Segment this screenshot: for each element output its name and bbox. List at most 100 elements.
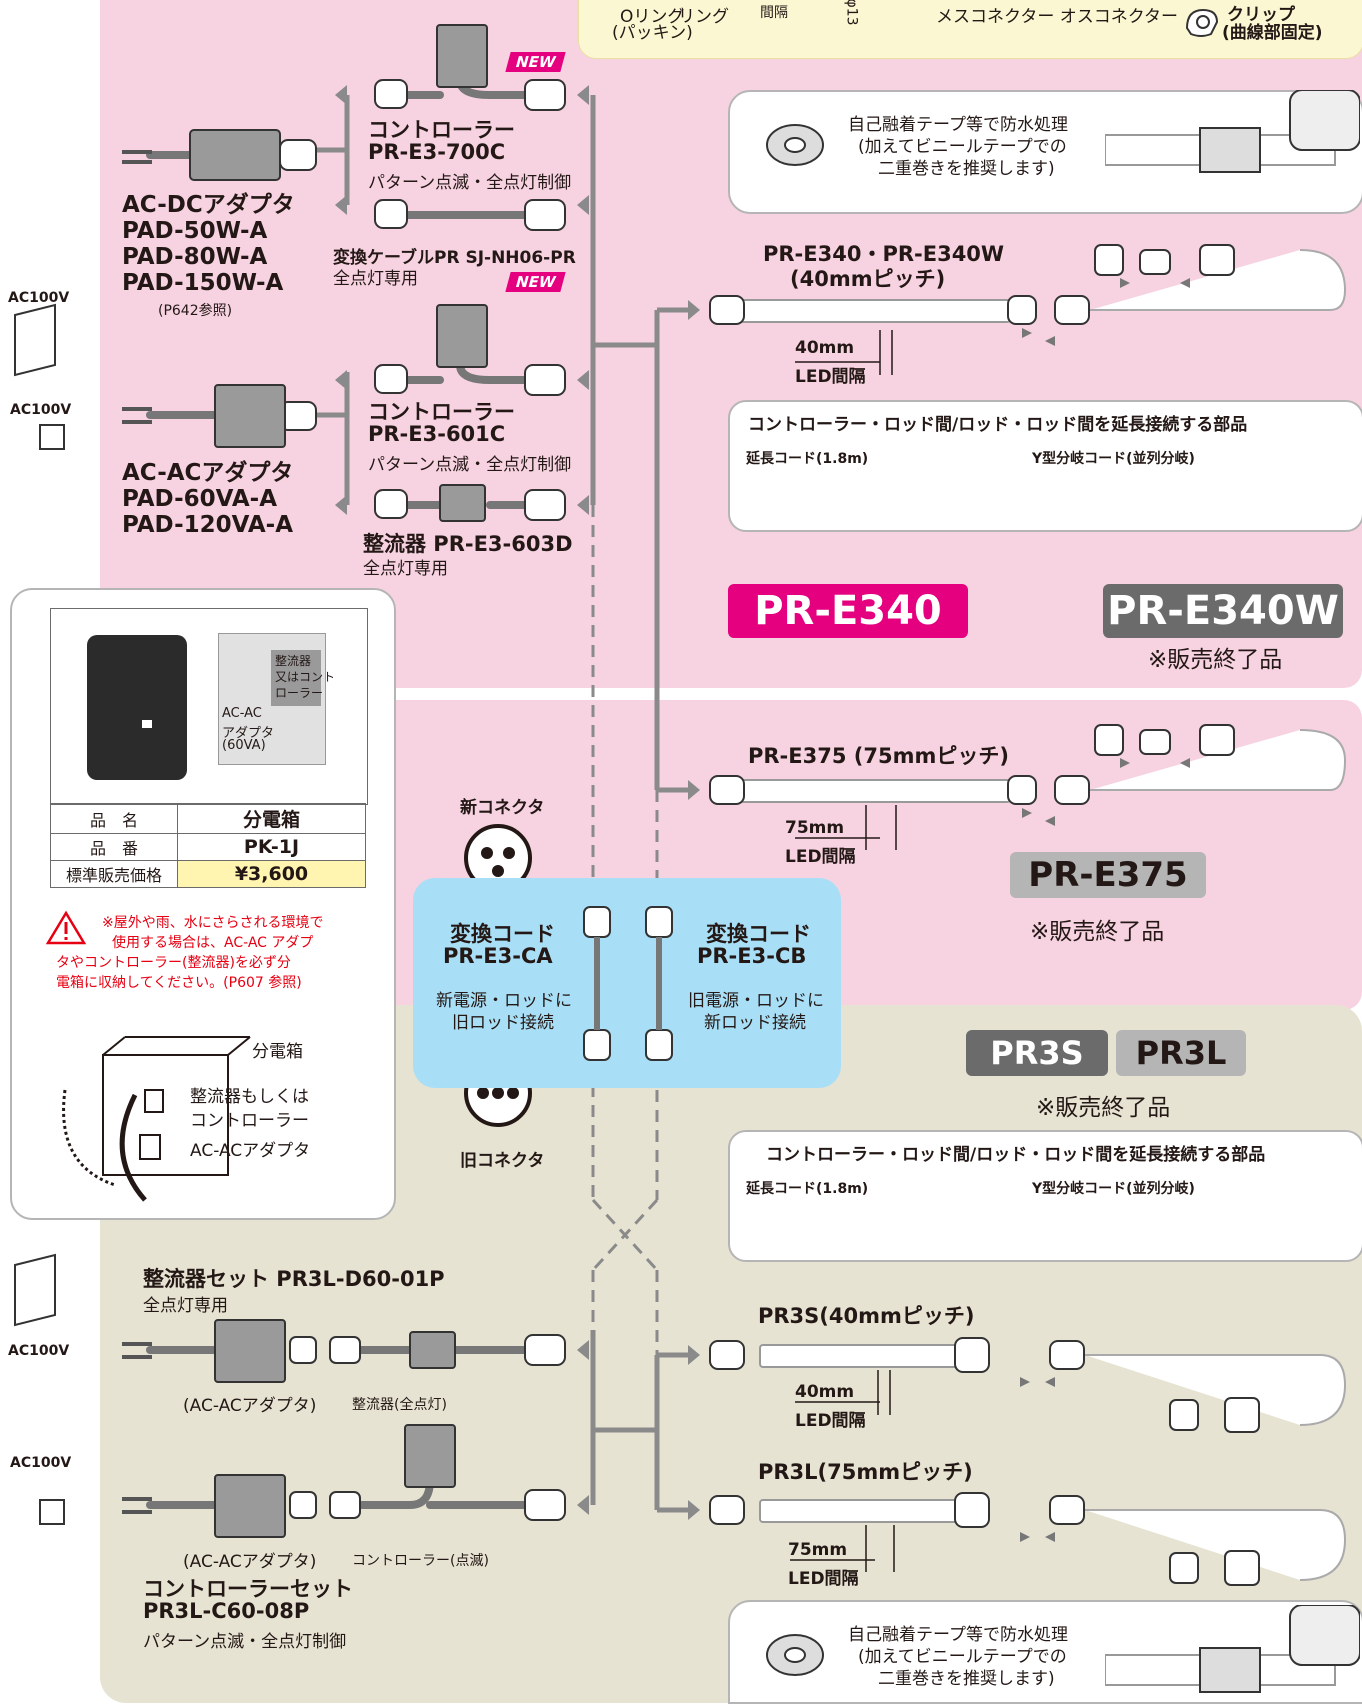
oring-label: Oリング	[620, 7, 685, 27]
ac-dc-title: AC-DCアダプタ	[122, 192, 295, 218]
pr-e340-led-interval: LED間隔	[795, 367, 866, 387]
ac-ac-title: AC-ACアダプタ	[122, 460, 294, 486]
ac-ac-model-2: PAD-120VA-A	[122, 512, 294, 538]
tape-top-line-3: 二重巻きを推奨します)	[878, 159, 1055, 179]
ac100v-label-3: AC100V	[8, 1343, 70, 1359]
box-install-diagram	[62, 1036, 251, 1202]
ext-parts-panel-bottom	[728, 1130, 1362, 1262]
spec-row-name: 品 名分電箱	[50, 803, 366, 834]
conv-cb-desc-2: 新ロッド接続	[704, 1013, 806, 1033]
spec-name-value: 分電箱	[177, 803, 366, 834]
ac100v-label-2: AC100V	[10, 402, 72, 418]
box-photo-label-3: ローラー	[275, 686, 324, 700]
pr-e340-spacing: 40mm	[795, 338, 855, 358]
pr-e340-pitch: (40mmピッチ)	[790, 267, 946, 291]
interval-label: 間隔	[760, 5, 788, 21]
new-badge-cable: NEW	[505, 272, 567, 292]
rect-set-adapter: (AC-ACアダプタ)	[183, 1396, 317, 1416]
controller-601c-title: コントローラー	[368, 400, 515, 424]
pr3-discontinued: ※販売終了品	[1036, 1095, 1171, 1121]
box-adapter-label-2: アダプタ	[222, 726, 275, 741]
spec-code-value: PK-1J	[177, 833, 366, 861]
ctrl-set-title: コントローラーセット	[143, 1577, 353, 1601]
taped-joint-icon	[1105, 90, 1360, 173]
warning-line-4: 電箱に収納してください。(P607 参照)	[56, 975, 302, 991]
controller-601c-model: PR-E3-601C	[368, 422, 506, 446]
warning-line-3: タやコントローラー(整流器)を必ず分	[56, 955, 291, 971]
conv-cable-desc: 全点灯専用	[333, 269, 418, 289]
spec-row-price: 標準販売価格¥3,600	[50, 860, 366, 888]
ext-cord-label-bottom: 延長コード(1.8m)	[746, 1181, 869, 1197]
pr-e375-badge: PR-E375	[1010, 852, 1206, 898]
conv-ca-title: 変換コード	[450, 922, 555, 946]
box-photo-label-1: 整流器	[275, 654, 312, 668]
gasket-label: (パッキン)	[612, 23, 693, 43]
ctrl-set-adapter: (AC-ACアダプタ)	[183, 1552, 317, 1572]
tape-bottom-line-3: 二重巻きを推奨します)	[878, 1669, 1055, 1689]
rectifier-603d-title: 整流器 PR-E3-603D	[363, 532, 573, 556]
ac-dc-model-2: PAD-80W-A	[122, 244, 268, 270]
conv-ca-desc-2: 旧ロッド接続	[452, 1013, 554, 1033]
y-cord-label-top: Y型分岐コード(並列分岐)	[1032, 451, 1195, 467]
pr-e340-badge: PR-E340	[728, 584, 968, 638]
spec-price-label: 標準販売価格	[50, 860, 178, 888]
rect-set-rectifier: 整流器(全点灯)	[352, 1397, 447, 1413]
controller-700c-desc: パターン点滅・全点灯制御	[368, 173, 572, 193]
pr-e375-discontinued: ※販売終了品	[1030, 919, 1165, 945]
warning-icon	[46, 910, 86, 945]
box-adapter-label-3: (60VA)	[222, 738, 266, 753]
diagram-label-adapter: AC-ACアダプタ	[190, 1141, 311, 1161]
ac100v-label-4: AC100V	[10, 1455, 72, 1471]
clip-icon	[1185, 8, 1219, 37]
taped-joint-icon-bottom	[1105, 1605, 1360, 1693]
rect-set-title: 整流器セット PR3L-D60-01P	[143, 1267, 445, 1291]
conv-cb-title: 変換コード	[706, 922, 811, 946]
conv-cb-desc-1: 旧電源・ロッドに	[688, 991, 824, 1011]
tape-top-line-2: (加えてビニールテープでの	[858, 137, 1067, 157]
ext-parts-panel-top	[728, 400, 1362, 532]
pr3l-title: PR3L(75mmピッチ)	[758, 1460, 973, 1484]
ext-cord-label-top: 延長コード(1.8m)	[746, 451, 869, 467]
pr-e375-spacing: 75mm	[785, 818, 845, 838]
ac-ac-model-1: PAD-60VA-A	[122, 486, 278, 512]
ext-parts-title-bottom: コントローラー・ロッド間/ロッド・ロッド間を延長接続する部品	[766, 1145, 1266, 1165]
ac-dc-model-3: PAD-150W-A	[122, 270, 284, 296]
controller-700c-title: コントローラー	[368, 118, 515, 142]
rect-set-desc: 全点灯専用	[143, 1296, 228, 1316]
box-photo-icon	[87, 635, 187, 780]
conv-ca-desc-1: 新電源・ロッドに	[436, 991, 572, 1011]
pr3l-badge: PR3L	[1116, 1030, 1246, 1076]
pr3s-led-interval: LED間隔	[795, 1411, 866, 1431]
ctrl-set-desc: パターン点滅・全点灯制御	[143, 1632, 347, 1652]
box-schematic-ctrl	[271, 650, 321, 706]
tape-roll-icon-bottom	[766, 1634, 824, 1676]
controller-700c-model: PR-E3-700C	[368, 140, 506, 164]
ac-dc-model-1: PAD-50W-A	[122, 218, 268, 244]
tape-top-line-1: 自己融着テープ等で防水処理	[848, 115, 1068, 135]
spec-name-label: 品 名	[50, 803, 178, 834]
spec-code-label: 品 番	[50, 833, 178, 861]
pr-e340w-discontinued: ※販売終了品	[1148, 647, 1283, 673]
ctrl-set-controller: コントローラー(点滅)	[352, 1553, 489, 1569]
tape-bottom-line-1: 自己融着テープ等で防水処理	[848, 1625, 1068, 1645]
pr3s-title: PR3S(40mmピッチ)	[758, 1304, 975, 1328]
pr3s-badge: PR3S	[966, 1030, 1108, 1076]
ac-dc-ref: (P642参照)	[158, 303, 233, 319]
conversion-cord-box	[413, 878, 841, 1088]
diagram-label-box: 分電箱	[252, 1042, 303, 1062]
top-strip	[578, 0, 1362, 59]
spec-price-value: ¥3,600	[177, 860, 366, 888]
diagram-label-rect-2: コントローラー	[190, 1111, 309, 1131]
box-photo-label-2: 又はコント	[275, 670, 336, 684]
y-cord-label-bottom: Y型分岐コード(並列分岐)	[1032, 1181, 1195, 1197]
pr-e340-title: PR-E340・PR-E340W	[763, 242, 1005, 266]
warning-line-1: ※屋外や雨、水にさらされる環境で	[102, 915, 324, 931]
pr-e375-title: PR-E375 (75mmピッチ)	[748, 744, 1009, 768]
conv-cable-title: 変換ケーブルPR SJ-NH06-PR	[333, 248, 576, 268]
box-adapter-label-1: AC-AC	[222, 706, 262, 721]
pr3s-spacing: 40mm	[795, 1382, 855, 1402]
warning-line-2: 使用する場合は、AC-AC アダプ	[112, 935, 314, 951]
